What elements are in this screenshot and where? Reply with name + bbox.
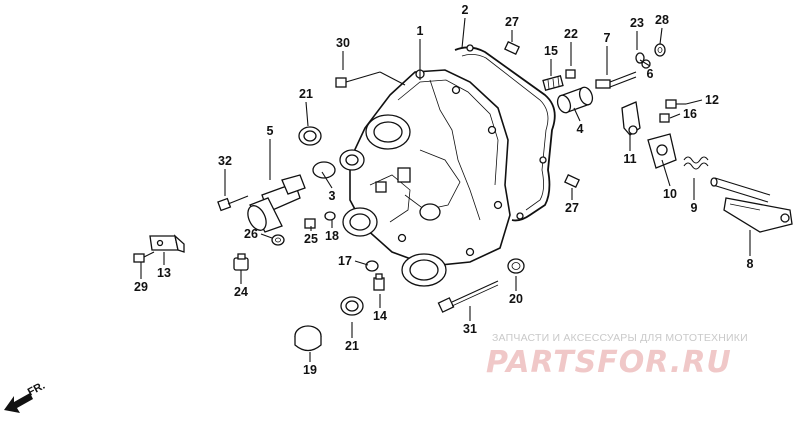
arm-11	[621, 101, 641, 136]
callout-21b: 21	[345, 339, 359, 353]
front-direction-indicator: FR.	[4, 380, 47, 413]
leader-line-26	[260, 233, 273, 239]
callout-20: 20	[509, 292, 523, 306]
oil-seal-21-lower	[340, 296, 364, 316]
o-ring-3	[312, 161, 336, 179]
bushing-4	[556, 86, 594, 114]
bolt-14	[373, 273, 385, 291]
callout-labels: 1234567891011121314151617181920212122232…	[134, 3, 753, 377]
gasket-hole	[539, 156, 547, 164]
dowel-pin-27-lower	[564, 173, 580, 189]
leader-line-12	[685, 99, 703, 105]
watermark-brand: PARTSFOR.RU	[486, 345, 732, 380]
spring-9	[683, 156, 709, 170]
gasket-hole	[466, 44, 474, 52]
callout-4: 4	[577, 122, 584, 136]
stud-15	[542, 75, 564, 91]
nut-20	[507, 258, 525, 274]
callout-19: 19	[303, 363, 317, 377]
callout-25: 25	[304, 232, 318, 246]
callout-21: 21	[299, 87, 313, 101]
callout-31: 31	[463, 322, 477, 336]
leader-line-16	[669, 113, 681, 119]
callout-32: 32	[218, 154, 232, 168]
bolt-30	[335, 71, 406, 88]
gasket-hole	[516, 212, 524, 220]
washer-17	[365, 260, 379, 272]
callout-15: 15	[544, 44, 558, 58]
bolt-31	[437, 280, 499, 313]
callout-7: 7	[604, 31, 611, 45]
callout-23: 23	[630, 16, 644, 30]
callout-10: 10	[663, 187, 677, 201]
bolt-24	[233, 253, 249, 271]
callout-3: 3	[329, 189, 336, 203]
callout-28: 28	[655, 13, 669, 27]
washer-23	[635, 52, 645, 64]
shaft-8	[710, 177, 793, 233]
callout-5: 5	[267, 124, 274, 138]
leader-line-17	[354, 260, 369, 266]
leader-line-6	[639, 59, 651, 67]
washer-18	[324, 211, 336, 221]
oil-seal-21-upper	[298, 126, 322, 146]
bolt-29	[133, 251, 155, 263]
leader-line-10	[661, 159, 671, 187]
callout-8: 8	[747, 257, 754, 271]
cam-10	[647, 133, 677, 169]
callout-18: 18	[325, 229, 339, 243]
callout-14: 14	[373, 309, 387, 323]
sleeve-5	[247, 174, 306, 233]
callout-24: 24	[234, 285, 248, 299]
bolt-12	[665, 99, 686, 109]
callout-26: 26	[244, 227, 258, 241]
front-label: FR.	[26, 380, 47, 399]
nut-16	[659, 113, 670, 123]
callout-6: 6	[647, 67, 654, 81]
callout-16: 16	[683, 107, 697, 121]
leader-line-28	[659, 27, 663, 45]
nut-22	[565, 69, 576, 79]
rear-cover-body	[339, 69, 511, 287]
gasket-outline	[454, 46, 556, 222]
callout-22: 22	[564, 27, 578, 41]
dowel-pin-27-upper	[504, 40, 520, 56]
callout-27b: 27	[565, 201, 579, 215]
callout-12: 12	[705, 93, 719, 107]
callout-1: 1	[417, 24, 424, 38]
nut-25	[304, 218, 316, 229]
rod-7	[595, 71, 637, 89]
callout-27: 27	[505, 15, 519, 29]
bolt-32	[217, 195, 249, 212]
bracket-13	[149, 234, 185, 253]
washer-28	[654, 43, 666, 57]
callout-13: 13	[157, 266, 171, 280]
callout-9: 9	[691, 201, 698, 215]
leader-line-3	[321, 171, 333, 189]
leader-line-4	[573, 107, 581, 122]
leader-line-21	[305, 101, 309, 127]
callout-11: 11	[623, 152, 636, 166]
callout-17: 17	[338, 254, 352, 268]
callout-2: 2	[462, 3, 469, 17]
watermark-subtitle: ЗАПЧАСТИ И АКСЕССУАРЫ ДЛЯ МОТОТЕХНИКИ	[492, 332, 748, 344]
callout-30: 30	[336, 36, 350, 50]
front-arrow-icon	[4, 393, 33, 413]
leader-lines	[140, 17, 751, 362]
cap-19	[294, 325, 322, 352]
washer-26	[271, 234, 285, 246]
callout-29: 29	[134, 280, 148, 294]
gasket-outline-inner	[461, 54, 549, 211]
leader-line-2	[461, 17, 466, 49]
